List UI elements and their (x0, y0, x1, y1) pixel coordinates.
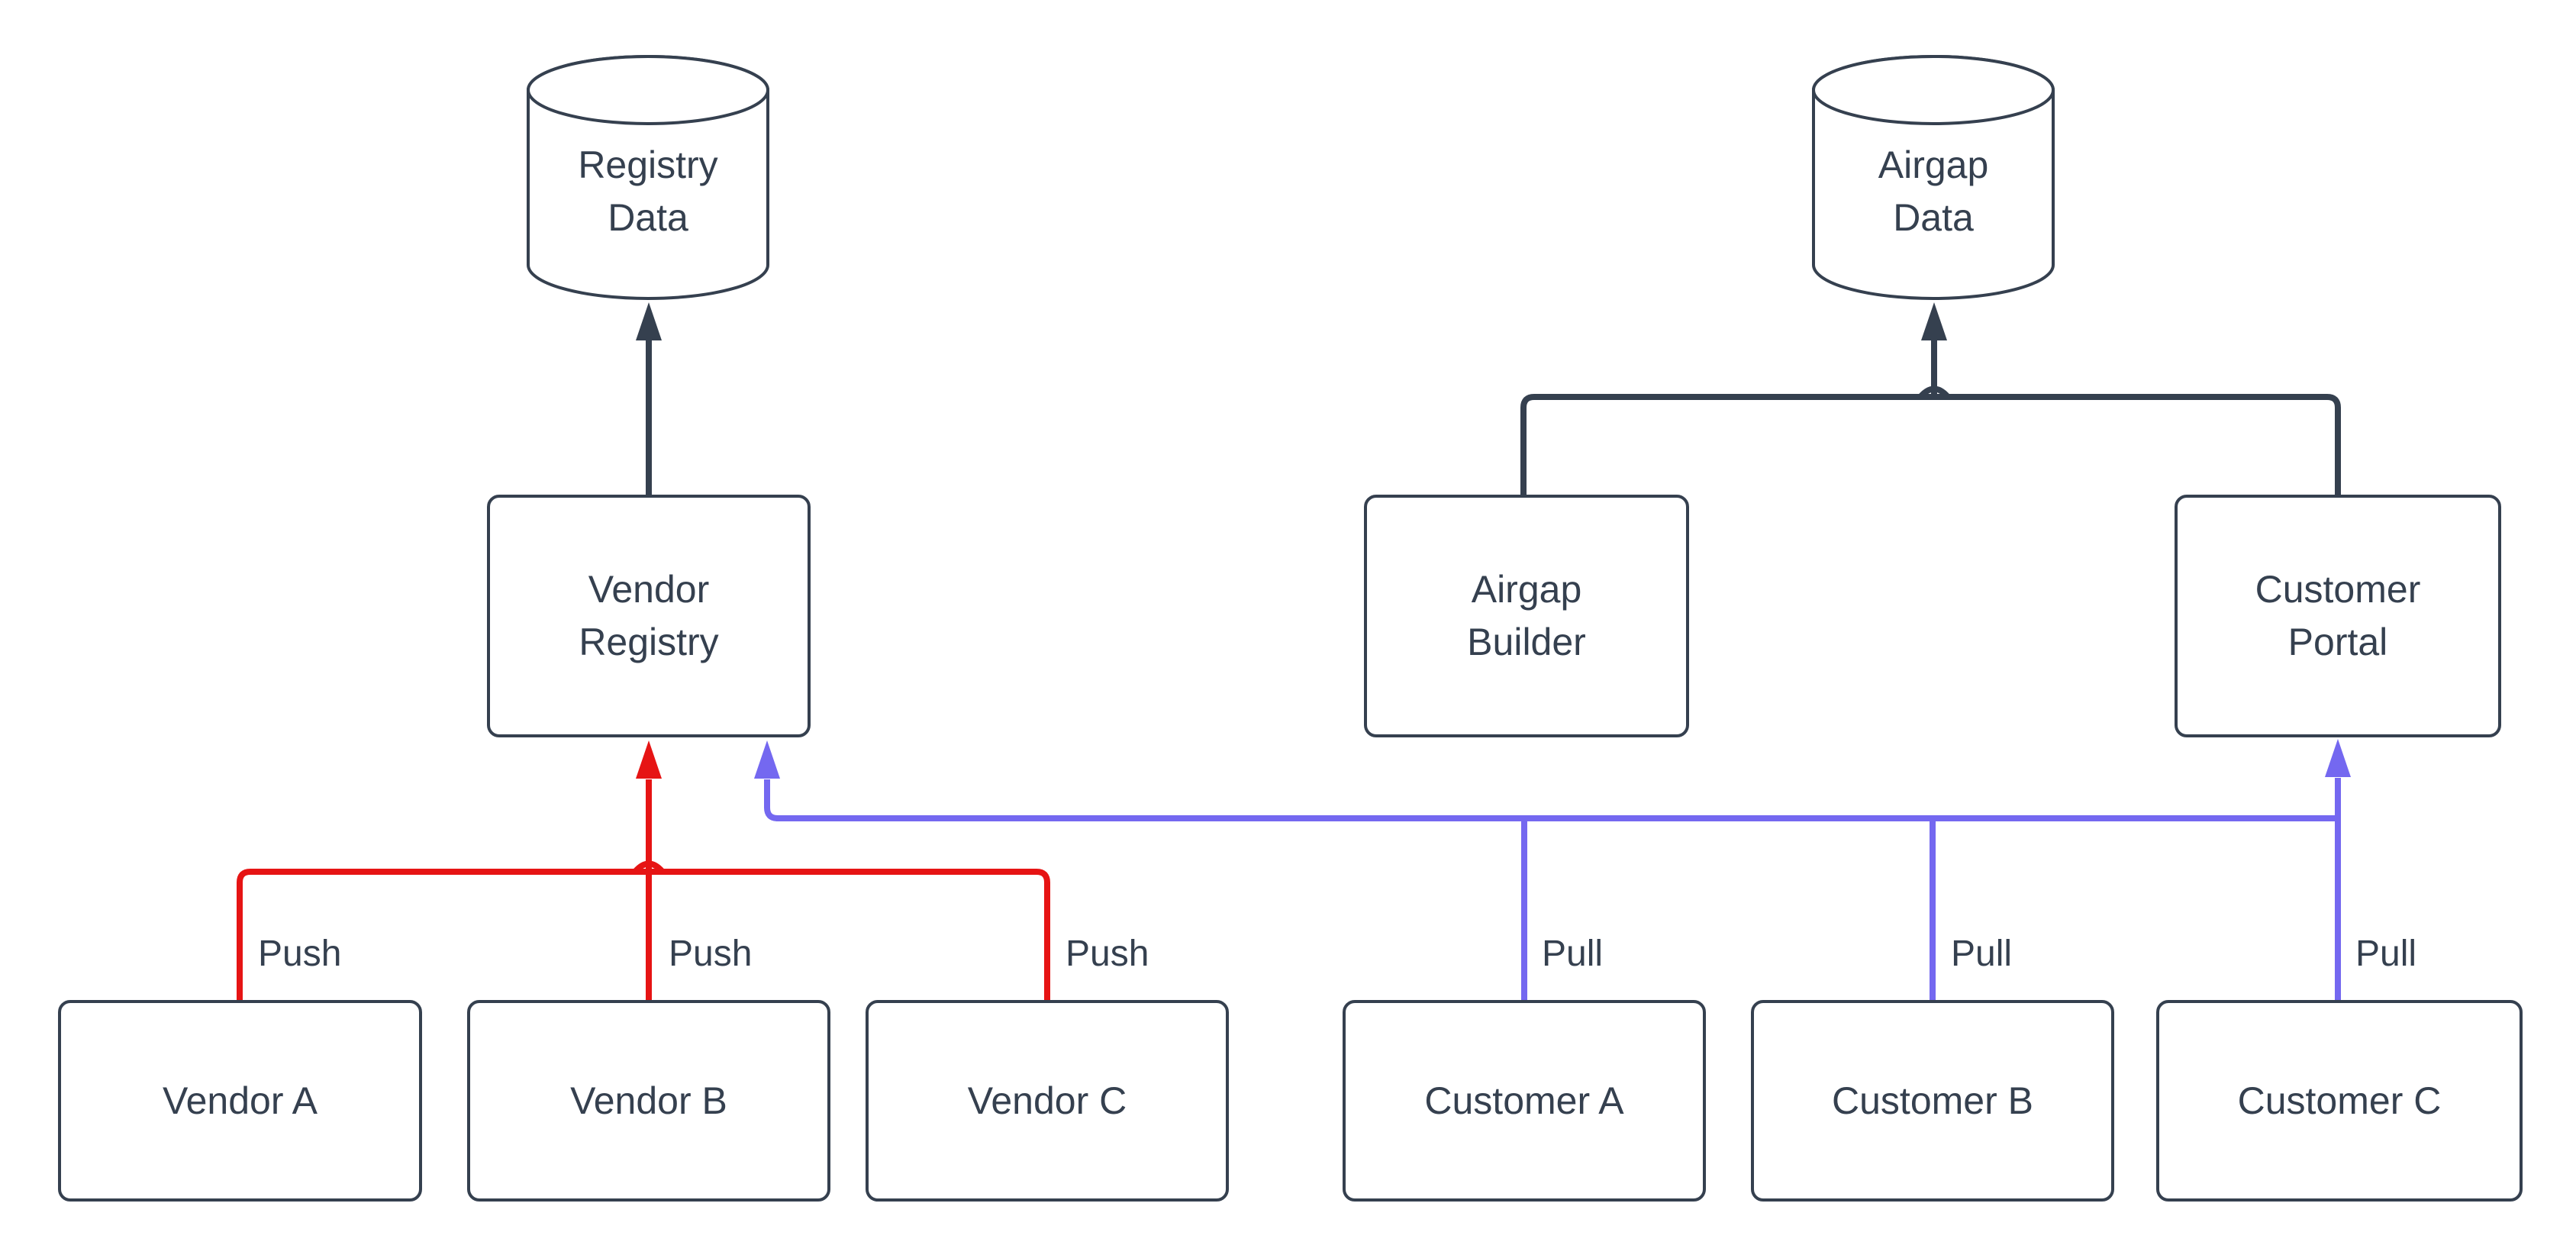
node-vendor-c: Vendor C (866, 1000, 1229, 1202)
node-vendor-registry: Vendor Registry (487, 495, 811, 737)
node-label: Customer B (1832, 1079, 2033, 1122)
cylinder-shape (527, 55, 769, 300)
arrowhead-registry-data (636, 302, 662, 340)
node-label: Customer A (1424, 1079, 1624, 1122)
node-label: Customer C (2237, 1079, 2442, 1122)
arrowhead-airgap-data (1921, 302, 1947, 340)
node-customer-a: Customer A (1343, 1000, 1706, 1202)
node-customer-portal: Customer Portal (2175, 495, 2501, 737)
node-vendor-b: Vendor B (467, 1000, 830, 1202)
node-label: Registry Data (578, 143, 718, 239)
node-label: Vendor A (163, 1079, 318, 1122)
node-label: Airgap Builder (1467, 568, 1586, 663)
node-customer-c: Customer C (2156, 1000, 2523, 1202)
junction-bump-red (632, 860, 666, 874)
edge-vendor-a-c-horizontal (237, 869, 1050, 1000)
node-label: Vendor Registry (579, 568, 719, 663)
node-vendor-a: Vendor A (58, 1000, 422, 1202)
node-registry-data: Registry Data (525, 53, 771, 302)
junction-bump-dark (1917, 385, 1951, 399)
node-airgap-data: Airgap Data (1810, 53, 2056, 302)
edge-label-push-vendor-a: Push (255, 933, 345, 976)
node-label: Airgap Data (1878, 143, 1989, 239)
arrowhead-customer-portal-pull (2325, 739, 2351, 777)
edge-label-pull-customer-b: Pull (1948, 933, 2016, 976)
edge-airgap-builder-to-customer-portal-trunk (1520, 394, 2341, 495)
edge-pull-horizontal (764, 779, 2338, 821)
arrowhead-vendor-registry-pull (754, 740, 780, 779)
edge-label-push-vendor-c: Push (1062, 933, 1153, 976)
edge-label-pull-customer-a: Pull (1539, 933, 1607, 976)
arrowhead-vendor-registry-push (636, 740, 662, 779)
node-label: Customer Portal (2255, 568, 2421, 663)
edge-label-pull-customer-c: Pull (2352, 933, 2420, 976)
node-airgap-builder: Airgap Builder (1364, 495, 1689, 737)
node-label: Vendor C (967, 1079, 1127, 1122)
node-customer-b: Customer B (1751, 1000, 2114, 1202)
node-label: Vendor B (570, 1079, 727, 1122)
cylinder-shape (1812, 55, 2055, 300)
edge-label-push-vendor-b: Push (666, 933, 756, 976)
